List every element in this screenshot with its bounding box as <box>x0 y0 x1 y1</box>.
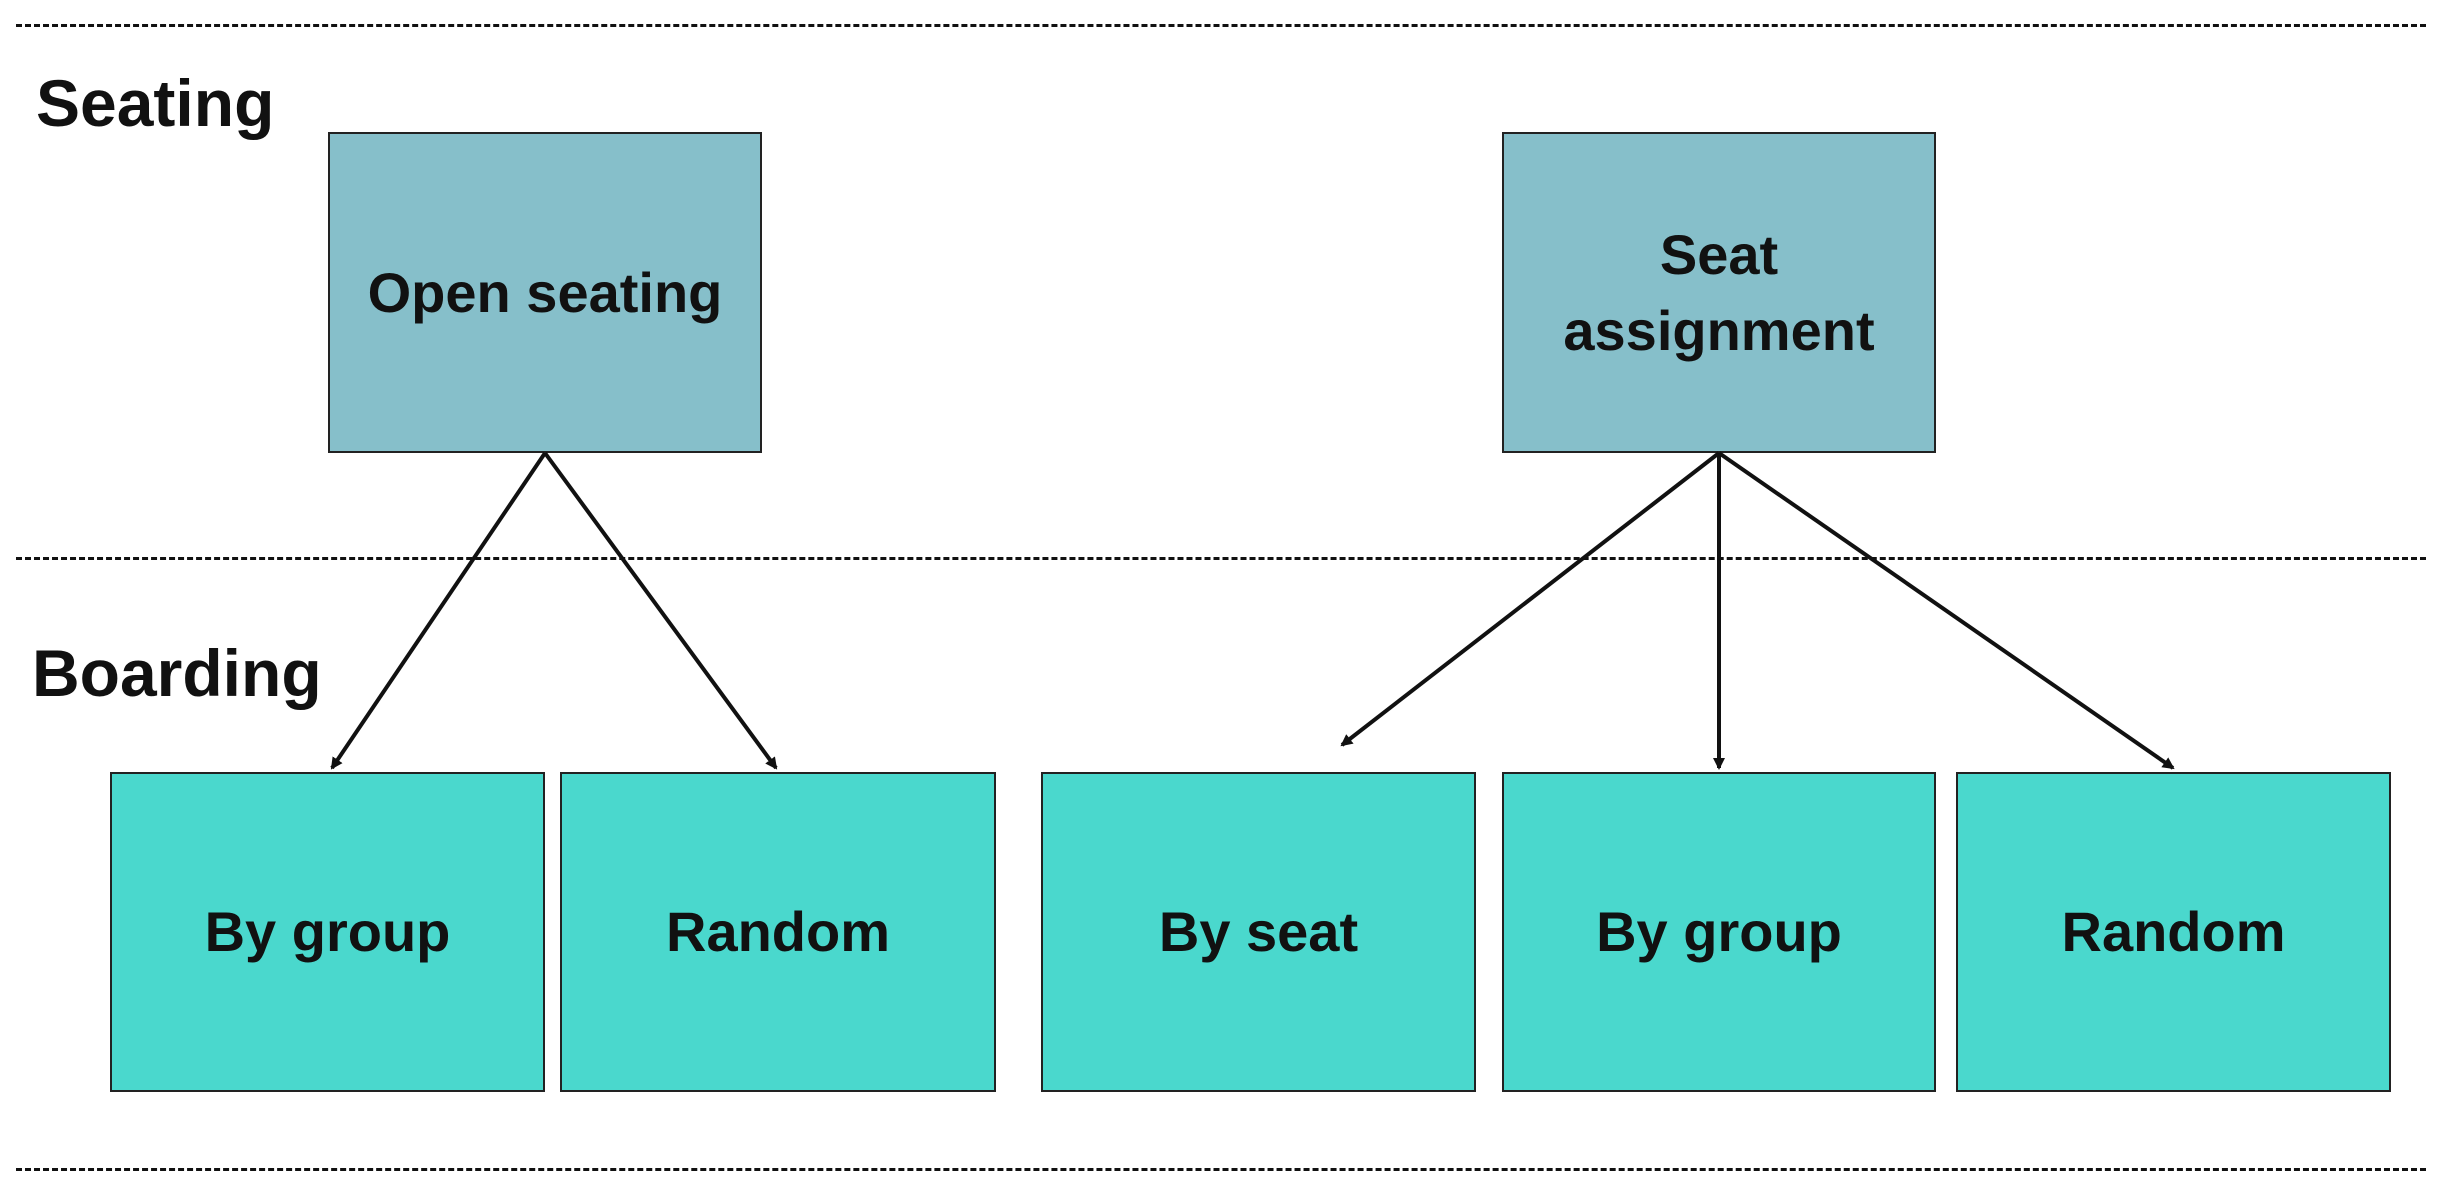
open-random-label: Random <box>666 900 890 964</box>
assigned-by-seat-label: By seat <box>1158 900 1359 964</box>
open-by-group-box: By group <box>110 772 545 1092</box>
seat-assignment-box: Seat assignment <box>1502 132 1936 453</box>
assigned-random-label: Random <box>2061 900 2286 964</box>
middle-divider <box>16 557 2426 560</box>
seat-assignment-label-line1: Seat <box>1659 222 1779 286</box>
arrow-assigned-to-by-seat <box>1340 451 1721 747</box>
open-random-box: Random <box>560 772 996 1092</box>
assigned-by-group-label: By group <box>1596 900 1842 964</box>
boarding-section-label: Boarding <box>32 636 322 710</box>
seating-section-label: Seating <box>36 66 275 140</box>
top-divider <box>16 24 2426 27</box>
bottom-divider <box>16 1168 2426 1171</box>
open-by-group-label: By group <box>204 900 451 964</box>
assigned-random-box: Random <box>1956 772 2391 1092</box>
arrow-assigned-to-random <box>1717 451 2175 770</box>
arrow-open-to-by-group <box>330 451 547 770</box>
assigned-by-group-box: By group <box>1502 772 1936 1092</box>
seat-assignment-label-line2: assignment <box>1563 298 1875 362</box>
open-seating-label: Open seating <box>367 260 723 324</box>
assigned-by-seat-box: By seat <box>1041 772 1476 1092</box>
arrow-open-to-random <box>543 451 778 770</box>
open-seating-box: Open seating <box>328 132 762 453</box>
